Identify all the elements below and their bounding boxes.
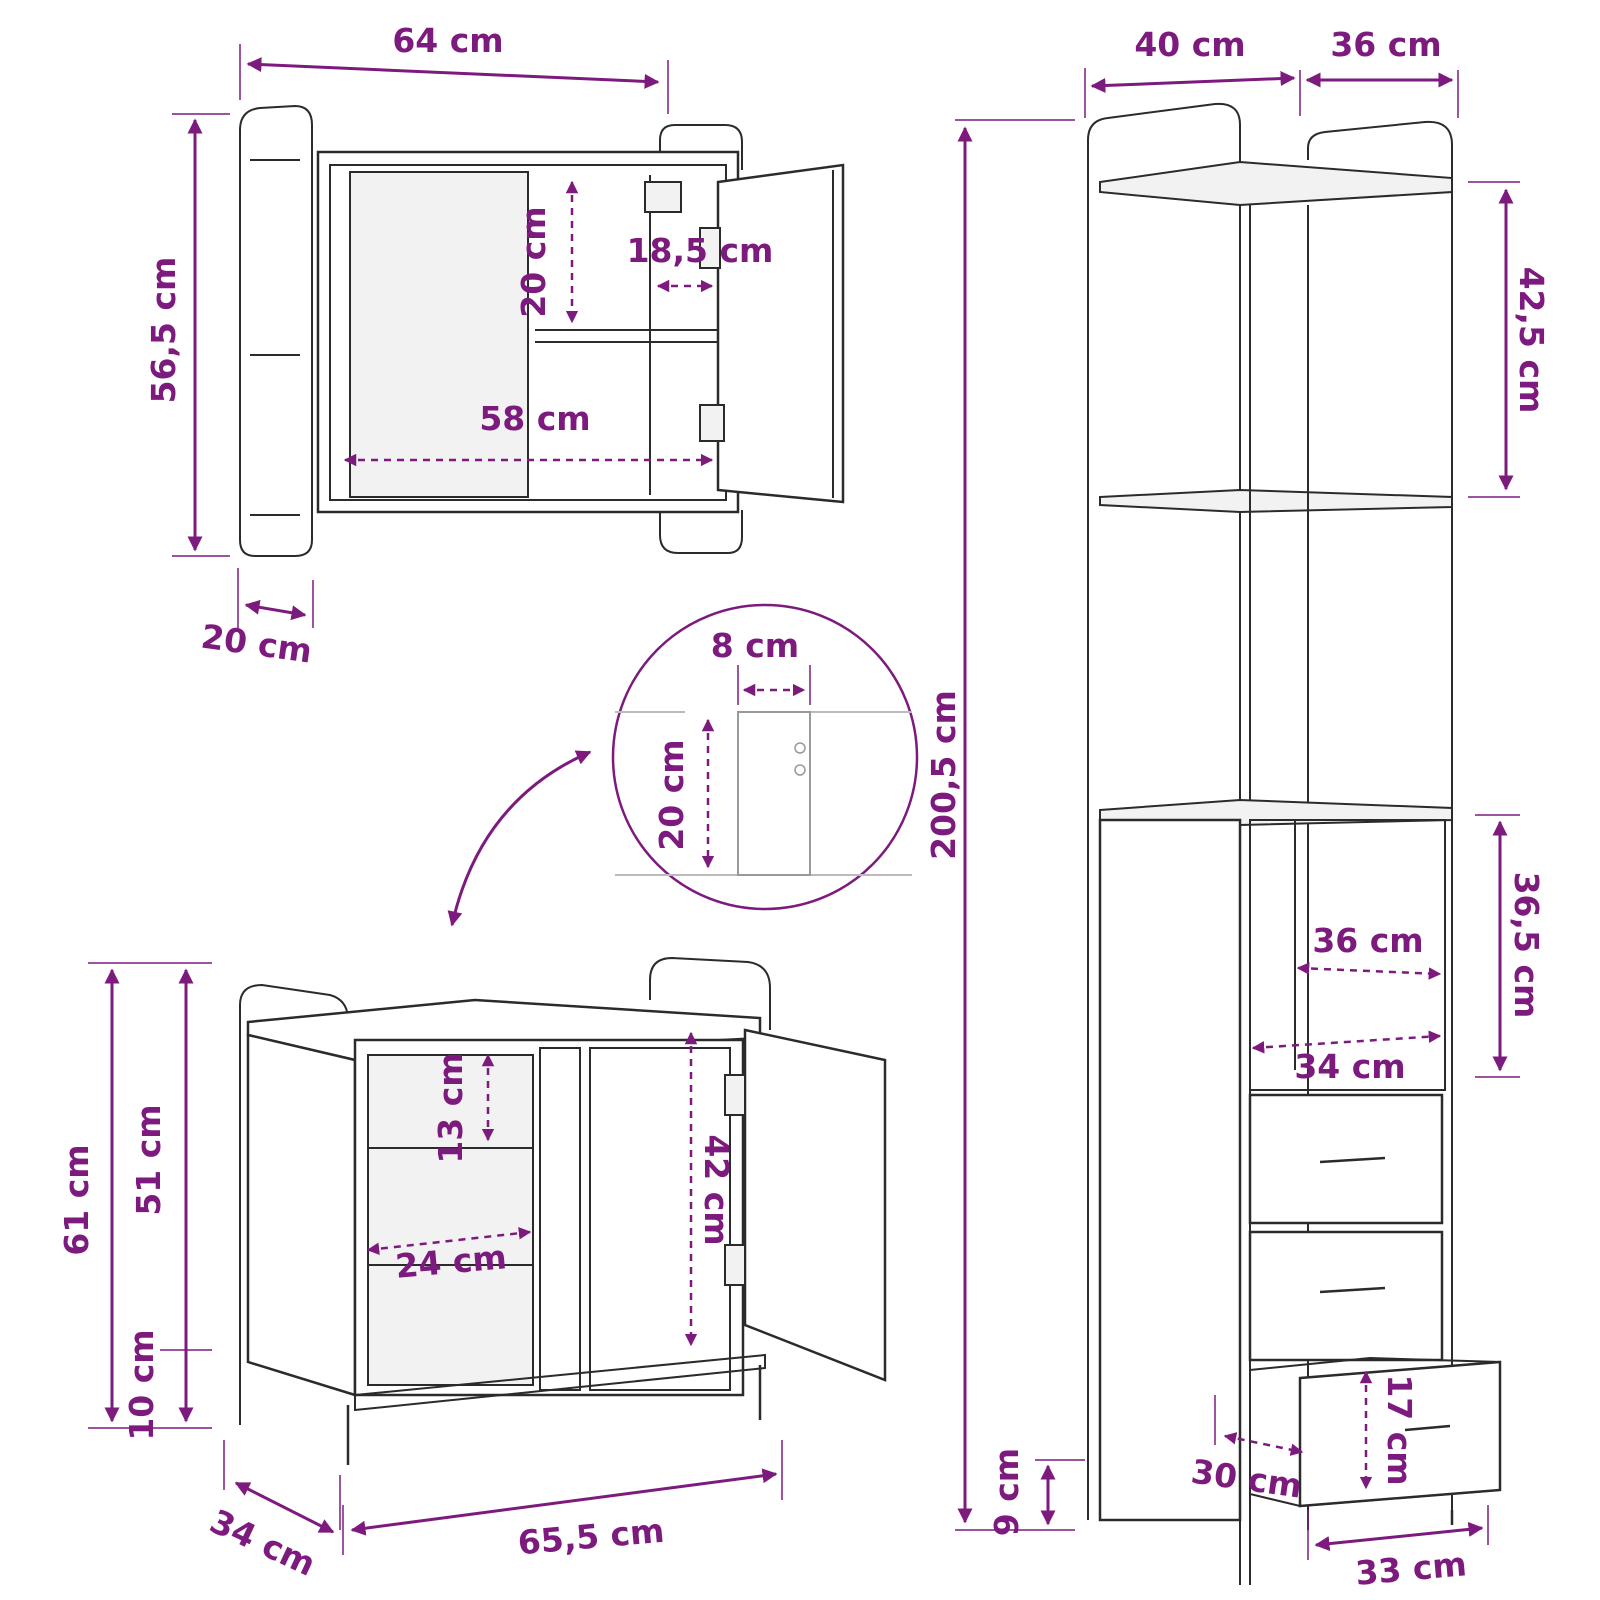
tall-middle-compartment-label: 36,5 cm bbox=[1507, 872, 1546, 1019]
mirror-height-dimension: 56,5 cm bbox=[144, 113, 230, 557]
detail-notch-width-dimension: 8 cm bbox=[711, 626, 811, 705]
detail-notch-height-label: 20 cm bbox=[652, 739, 691, 850]
sink-total-height-dimension: 61 cm bbox=[57, 962, 212, 1429]
mirror-shelf-height-dimension: 20 cm bbox=[514, 180, 579, 324]
sink-width-dimension: 65,5 cm bbox=[342, 1440, 783, 1563]
sink-door-height-dimension: 42 cm bbox=[684, 1031, 736, 1347]
tall-width-label: 40 cm bbox=[1134, 25, 1245, 64]
mirror-shelf-height-label: 20 cm bbox=[514, 206, 553, 317]
sink-shelf-width-label: 24 cm bbox=[394, 1237, 508, 1286]
mirror-width-label: 64 cm bbox=[392, 21, 503, 60]
tall-side-depth-dimension: 36 cm bbox=[1305, 25, 1459, 118]
mirror-shelf-depth-label: 18,5 cm bbox=[627, 231, 774, 270]
sink-body-height-dimension: 51 cm bbox=[129, 968, 194, 1423]
sink-depth-label: 34 cm bbox=[204, 1501, 321, 1583]
mirror-inner-width-dimension: 58 cm bbox=[343, 399, 714, 467]
tall-side-depth-label: 36 cm bbox=[1330, 25, 1441, 64]
mirror-inner-width-label: 58 cm bbox=[479, 399, 590, 438]
tall-foot-height-dimension: 9 cm bbox=[987, 1448, 1085, 1536]
tall-top-compartment-dimension: 42,5 cm bbox=[1468, 181, 1551, 498]
mirror-height-label: 56,5 cm bbox=[144, 257, 183, 404]
sink-width-label: 65,5 cm bbox=[516, 1511, 666, 1563]
tall-total-height-dimension: 200,5 cm bbox=[924, 119, 1075, 1531]
sink-leg-height-dimension: 10 cm bbox=[122, 1329, 212, 1441]
sink-shelf-width-dimension: 24 cm bbox=[366, 1227, 532, 1286]
sink-body-height-label: 51 cm bbox=[129, 1104, 168, 1215]
tall-width-dimension: 40 cm bbox=[1084, 25, 1301, 118]
sink-cabinet-illustration bbox=[239, 956, 887, 1465]
mirror-depth-label: 20 cm bbox=[199, 617, 315, 671]
sink-depth-dimension: 34 cm bbox=[204, 1440, 341, 1584]
tall-cabinet-illustration bbox=[1087, 102, 1502, 1585]
tall-total-height-label: 200,5 cm bbox=[924, 690, 963, 860]
detail-circle bbox=[611, 603, 919, 911]
sink-shelf-gap-dimension: 13 cm bbox=[431, 1052, 495, 1164]
mirror-shelf-depth-dimension: 18,5 cm bbox=[627, 231, 774, 293]
sink-total-height-label: 61 cm bbox=[57, 1144, 96, 1255]
tall-middle-compartment-dimension: 36,5 cm bbox=[1475, 814, 1546, 1078]
tall-inner-depth-dimension: 34 cm bbox=[1251, 1030, 1442, 1086]
tall-foot-height-label: 9 cm bbox=[987, 1448, 1026, 1536]
detail-callout-arrow bbox=[447, 750, 592, 927]
tall-drawer-width-dimension: 33 cm bbox=[1307, 1505, 1489, 1593]
tall-top-compartment-label: 42,5 cm bbox=[1512, 267, 1551, 414]
tall-drawer-width-label: 33 cm bbox=[1354, 1544, 1468, 1593]
tall-inner-depth-label: 34 cm bbox=[1294, 1047, 1405, 1086]
sink-shelf-gap-label: 13 cm bbox=[431, 1052, 470, 1163]
sink-leg-height-label: 10 cm bbox=[122, 1329, 161, 1440]
mirror-width-dimension: 64 cm bbox=[239, 21, 669, 114]
tall-inner-width-label: 36 cm bbox=[1312, 921, 1423, 960]
detail-notch-width-label: 8 cm bbox=[711, 626, 799, 665]
tall-drawer-height-label: 17 cm bbox=[1380, 1374, 1419, 1485]
mirror-depth-dimension: 20 cm bbox=[199, 568, 315, 671]
mirror-cabinet-illustration bbox=[239, 104, 845, 557]
sink-door-height-label: 42 cm bbox=[697, 1134, 736, 1245]
tall-drawer-height-dimension: 17 cm bbox=[1359, 1370, 1419, 1490]
detail-notch-height-dimension: 20 cm bbox=[652, 718, 715, 869]
tall-inner-width-dimension: 36 cm bbox=[1296, 921, 1442, 980]
